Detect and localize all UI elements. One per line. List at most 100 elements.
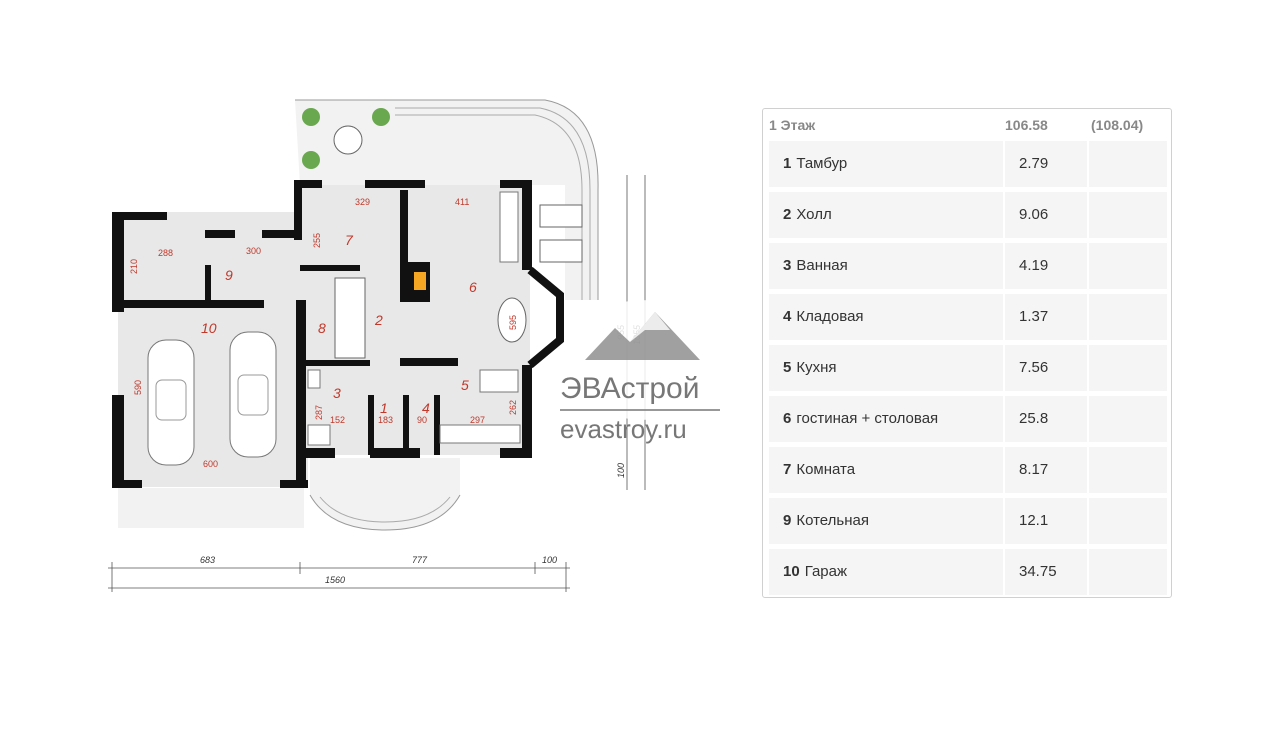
terrace-inner-line-2 bbox=[395, 114, 583, 300]
bay-window bbox=[527, 266, 564, 369]
room-number: 3 bbox=[783, 257, 792, 274]
room-number: 9 bbox=[783, 512, 792, 529]
room-number: 6 bbox=[783, 410, 792, 427]
wall bbox=[522, 180, 532, 270]
terrace-inner-line bbox=[395, 107, 591, 300]
sunbed bbox=[539, 239, 583, 263]
room-number-5: 5 bbox=[461, 377, 469, 393]
room-area: 34.75 bbox=[1005, 549, 1087, 595]
wall bbox=[112, 212, 167, 220]
terrace-table bbox=[333, 125, 363, 155]
dim-label: 183 bbox=[378, 415, 393, 425]
sofa bbox=[499, 191, 519, 263]
room-name: Ванная bbox=[796, 257, 848, 274]
room-area: 1.37 bbox=[1005, 294, 1087, 340]
watermark-site: evastroy.ru bbox=[560, 414, 687, 444]
stairs bbox=[334, 277, 366, 359]
wall bbox=[370, 448, 400, 458]
dim-label: 683 bbox=[200, 555, 215, 565]
dim-label: 300 bbox=[246, 246, 261, 256]
wall bbox=[300, 360, 370, 366]
empty-cell bbox=[1089, 243, 1167, 289]
dim-label: 152 bbox=[330, 415, 345, 425]
floor-plan: 1 2 3 4 5 6 7 8 9 10 288 300 210 329 255… bbox=[108, 99, 720, 592]
dim-label: 287 bbox=[314, 405, 324, 420]
watermark: ЭВАстрой evastroy.ru bbox=[560, 300, 720, 444]
driveway bbox=[118, 488, 304, 528]
wall bbox=[294, 180, 302, 240]
plant bbox=[302, 151, 320, 169]
room-area: 25.8 bbox=[1005, 396, 1087, 442]
room-name: Комната bbox=[796, 461, 856, 478]
dim-label: 1560 bbox=[325, 575, 345, 585]
sunbed bbox=[539, 204, 583, 228]
room-area: 8.17 bbox=[1005, 447, 1087, 493]
room-number-8: 8 bbox=[318, 320, 326, 336]
wall bbox=[296, 300, 306, 488]
wall bbox=[124, 300, 264, 308]
room-number-2: 2 bbox=[374, 312, 383, 328]
terrace bbox=[295, 100, 599, 300]
dim-label: 595 bbox=[508, 315, 518, 330]
dim-label: 100 bbox=[616, 463, 626, 478]
dim-label: 90 bbox=[417, 415, 427, 425]
dim-label: 255 bbox=[312, 233, 322, 248]
room-number-4: 4 bbox=[422, 400, 430, 416]
header-total: (108.04) bbox=[1091, 117, 1144, 133]
empty-cell bbox=[1089, 294, 1167, 340]
wall bbox=[400, 358, 458, 366]
room-number: 2 bbox=[783, 206, 792, 223]
room-number-10: 10 bbox=[201, 320, 217, 336]
car-window bbox=[155, 379, 187, 421]
room-area: 12.1 bbox=[1005, 498, 1087, 544]
room-number-6: 6 bbox=[469, 279, 477, 295]
dim-label: 262 bbox=[508, 400, 518, 415]
dim-label: 600 bbox=[203, 459, 218, 469]
porch-step bbox=[319, 496, 451, 523]
wall bbox=[112, 212, 124, 312]
snow-peak-icon bbox=[630, 312, 670, 342]
wall bbox=[305, 448, 335, 458]
wall bbox=[434, 395, 440, 455]
wall bbox=[205, 265, 211, 303]
empty-cell bbox=[1089, 192, 1167, 238]
wall bbox=[112, 395, 124, 487]
wall bbox=[368, 395, 374, 455]
empty-cell bbox=[1089, 345, 1167, 391]
dim-label: 100 bbox=[542, 555, 557, 565]
wall bbox=[262, 230, 302, 238]
table-header: 1 Этаж 106.58 (108.04) bbox=[769, 113, 1165, 139]
car bbox=[229, 331, 277, 458]
dim-label: 411 bbox=[455, 197, 469, 207]
kitchen-island bbox=[479, 369, 519, 393]
wall bbox=[500, 180, 530, 188]
dining-table bbox=[497, 297, 527, 343]
wall bbox=[500, 448, 532, 458]
room-name: Кухня bbox=[796, 359, 837, 376]
room-area: 7.56 bbox=[1005, 345, 1087, 391]
wall bbox=[280, 480, 308, 488]
dim-label: 590 bbox=[133, 380, 143, 395]
room-area: 2.79 bbox=[1005, 141, 1087, 187]
room-number-9: 9 bbox=[225, 267, 233, 283]
dim-label: 288 bbox=[158, 248, 173, 258]
room-name: Тамбур bbox=[796, 155, 848, 172]
plant bbox=[372, 108, 390, 126]
header-floor: 1 Этаж bbox=[769, 117, 816, 133]
room-name: гостиная + столовая bbox=[796, 410, 939, 427]
room-number: 5 bbox=[783, 359, 792, 376]
car bbox=[147, 339, 195, 466]
